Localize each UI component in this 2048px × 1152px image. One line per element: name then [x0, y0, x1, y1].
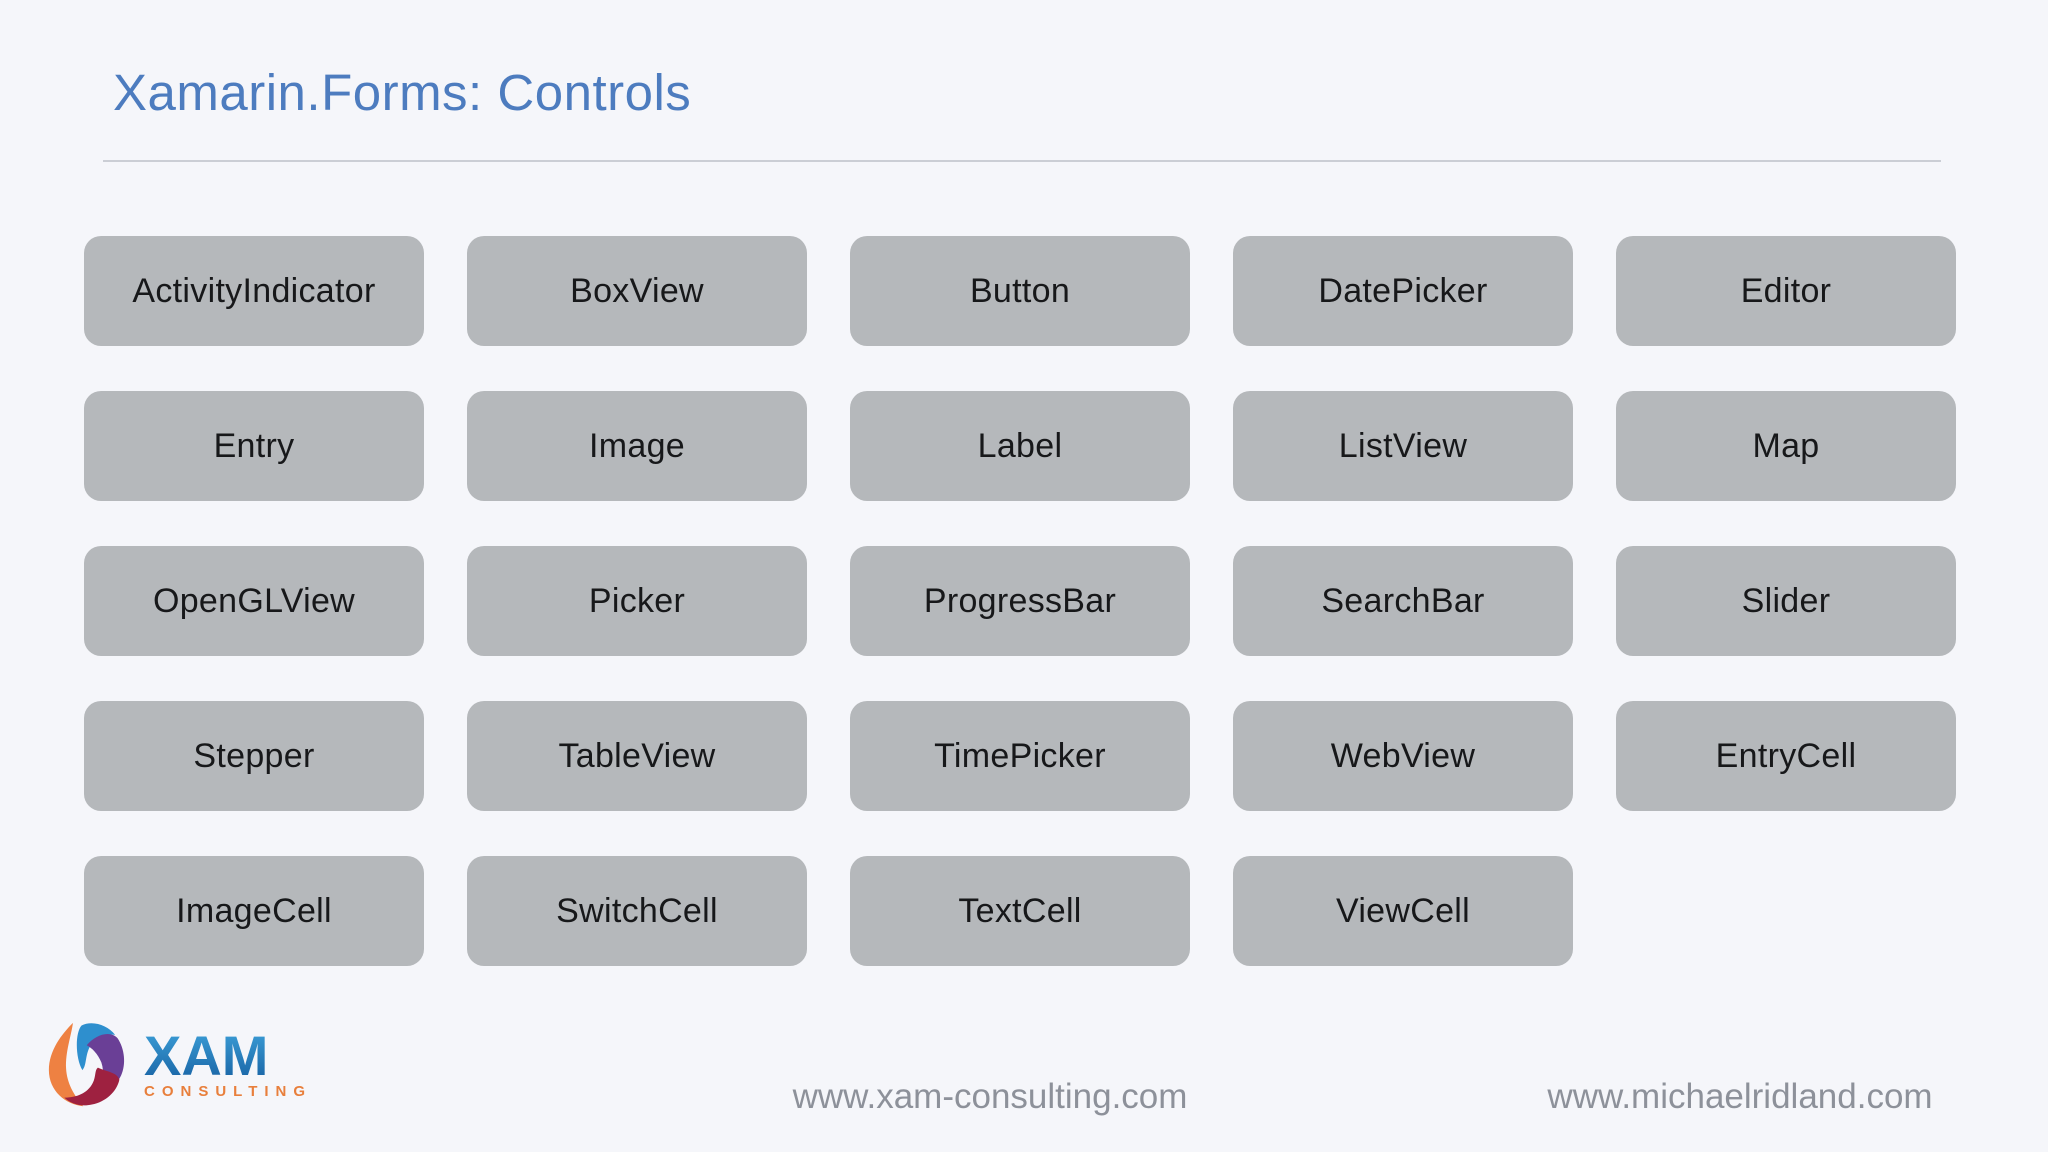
control-tile-openglview[interactable]: OpenGLView — [84, 546, 424, 656]
controls-grid: ActivityIndicator BoxView Button DatePic… — [84, 236, 1956, 966]
control-tile-switchcell[interactable]: SwitchCell — [467, 856, 807, 966]
control-tile-entrycell[interactable]: EntryCell — [1616, 701, 1956, 811]
control-tile-stepper[interactable]: Stepper — [84, 701, 424, 811]
control-tile-datepicker[interactable]: DatePicker — [1233, 236, 1573, 346]
control-tile-imagecell[interactable]: ImageCell — [84, 856, 424, 966]
control-tile-button[interactable]: Button — [850, 236, 1190, 346]
control-tile-entry[interactable]: Entry — [84, 391, 424, 501]
control-tile-textcell[interactable]: TextCell — [850, 856, 1190, 966]
xam-wordmark: XAM CONSULTING — [144, 1031, 312, 1100]
control-tile-activityindicator[interactable]: ActivityIndicator — [84, 236, 424, 346]
control-tile-tableview[interactable]: TableView — [467, 701, 807, 811]
control-tile-map[interactable]: Map — [1616, 391, 1956, 501]
control-tile-boxview[interactable]: BoxView — [467, 236, 807, 346]
footer-url-michaelridland: www.michaelridland.com — [1547, 1077, 1933, 1116]
control-tile-editor[interactable]: Editor — [1616, 236, 1956, 346]
control-tile-timepicker[interactable]: TimePicker — [850, 701, 1190, 811]
control-tile-viewcell[interactable]: ViewCell — [1233, 856, 1573, 966]
control-tile-webview[interactable]: WebView — [1233, 701, 1573, 811]
xam-brand-label: XAM — [144, 1031, 268, 1081]
footer-url-xam-consulting: www.xam-consulting.com — [792, 1077, 1188, 1116]
consulting-label: CONSULTING — [144, 1082, 313, 1100]
control-tile-label[interactable]: Label — [850, 391, 1190, 501]
control-tile-picker[interactable]: Picker — [467, 546, 807, 656]
control-tile-progressbar[interactable]: ProgressBar — [850, 546, 1190, 656]
control-tile-slider[interactable]: Slider — [1616, 546, 1956, 656]
xam-logo-icon — [48, 1022, 125, 1107]
xam-consulting-logo: XAM CONSULTING — [42, 1022, 312, 1108]
control-tile-image[interactable]: Image — [467, 391, 807, 501]
page-title: Xamarin.Forms: Controls — [113, 64, 692, 121]
control-tile-searchbar[interactable]: SearchBar — [1233, 546, 1573, 656]
title-divider — [103, 160, 1941, 162]
control-tile-listview[interactable]: ListView — [1233, 391, 1573, 501]
xam-brand-text: XAM — [144, 1031, 268, 1081]
